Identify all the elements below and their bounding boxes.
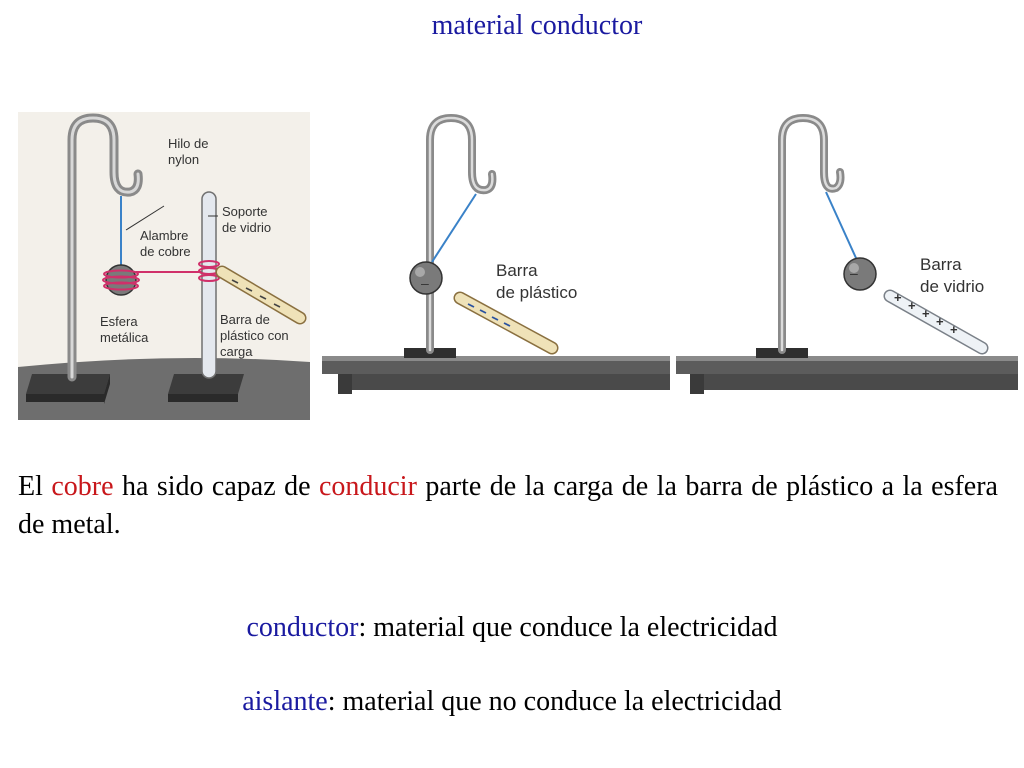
definition-conductor: conductor: material que conduce la elect…: [0, 612, 1024, 644]
illustration-plastic-bar: – Barra de plástico: [322, 112, 670, 400]
label-bar-l1: Barra de: [220, 312, 270, 327]
paragraph-text: El: [18, 471, 52, 502]
glass-support: [201, 191, 217, 379]
nylon-thread: [825, 191, 857, 259]
label-nylon-l1: Hilo de: [168, 136, 208, 151]
glass-charge-sign: +: [936, 314, 944, 329]
highlight-cobre: cobre: [51, 471, 114, 502]
label-bar-l3: carga: [220, 344, 253, 359]
metal-sphere: [105, 264, 137, 296]
table-top: [676, 360, 1018, 374]
table-top: [322, 360, 670, 374]
label-bar-l1: Barra: [920, 255, 962, 274]
definition-text: : material que no conduce la electricida…: [327, 686, 782, 717]
sphere-charge-sign: –: [850, 265, 858, 281]
label-bar-l2: de plástico: [496, 283, 577, 302]
label-copper-wire-l1: Alambre: [140, 228, 188, 243]
nylon-thread: [431, 193, 477, 263]
table-surface: [18, 358, 310, 420]
label-sphere-l1: Esfera: [100, 314, 138, 329]
label-sphere-l2: metálica: [100, 330, 149, 345]
glass-charge-sign: +: [894, 290, 902, 305]
glass-charge-sign: +: [950, 322, 958, 337]
label-bar-l1: Barra: [496, 261, 538, 280]
illustration-glass-bar: – + + + + + Barra de vidrio: [676, 112, 1018, 400]
definition-aislante: aislante: material que no conduce la ele…: [0, 686, 1024, 718]
metal-sphere: [843, 257, 877, 291]
illustration-setup-copper-wire: Hilo de nylon Soporte de vidrio Alambre …: [18, 112, 310, 420]
label-glass-support-l1: Soporte: [222, 204, 268, 219]
highlight-conducir: conducir: [318, 471, 417, 502]
sphere-charge-sign: –: [421, 275, 429, 291]
stand-hook: [778, 113, 845, 354]
glass-charge-sign: +: [908, 298, 916, 313]
definition-text: : material que conduce la electricidad: [358, 612, 778, 643]
paragraph-text: parte de la carga de la barra de plástic…: [18, 471, 998, 540]
slide-title: material conductor: [431, 10, 643, 41]
definition-term: aislante: [242, 686, 328, 717]
label-copper-wire-l2: de cobre: [140, 244, 191, 259]
label-bar-l2: plástico con: [220, 328, 289, 343]
label-nylon-l2: nylon: [168, 152, 199, 167]
stand-base-left: [26, 374, 110, 394]
stand-base-right: [168, 374, 244, 394]
label-bar-l2: de vidrio: [920, 277, 984, 296]
paragraph-text: ha sido capaz de: [113, 471, 319, 502]
glass-charge-sign: +: [922, 306, 930, 321]
definition-term: conductor: [246, 612, 359, 643]
label-glass-support-l2: de vidrio: [222, 220, 271, 235]
explanation-paragraph: El cobre ha sido capaz de conducir parte…: [18, 468, 998, 544]
